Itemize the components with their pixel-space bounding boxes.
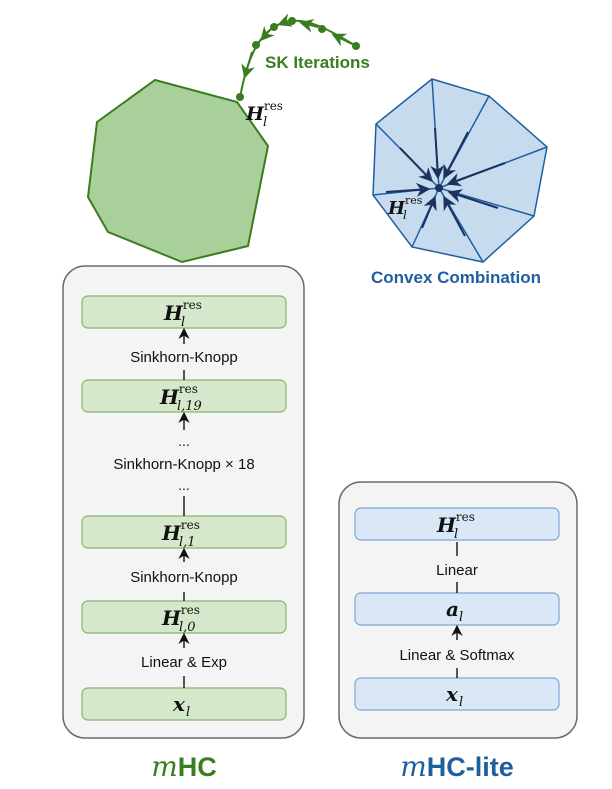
svg-text:l,0: l,0 [179,620,196,635]
svg-text:Hres: Hres [161,603,200,630]
convex-center-point [435,184,443,192]
mhc-sk-top-label: Sinkhorn-Knopp [130,349,238,366]
svg-text:x: x [445,682,459,706]
mhc-panel: Hres l Hres l,19 Hres l,1 Hres l,0 x l [62,265,305,783]
convex-h-sub-label: l [403,208,407,222]
sk-octagon-group: SK Iterations Hres l [86,13,370,264]
svg-text:a: a [446,597,459,621]
mhc-lite-block-h-res: Hres l [354,507,560,542]
svg-text:Hres: Hres [163,298,202,325]
sk-h-sub-label: l [263,115,267,130]
convex-octagon-group: Hres l Convex Combination [371,78,548,287]
svg-text:Hres: Hres [436,510,475,537]
mhc-block-x: x l [81,687,287,721]
mhc-lite-panel: Hres l a l x l Linear Linear & Softmax m… [338,481,578,783]
mhc-block-h-res: Hres l [81,295,287,330]
convex-combination-label: Convex Combination [371,268,541,287]
mhc-title: mHC [151,750,217,783]
svg-text:x: x [172,692,186,716]
svg-text:l: l [181,315,185,330]
mhc-lite-title: mHC-lite [400,750,514,783]
svg-text:Hres: Hres [159,382,198,409]
mhc-dots-1: ... [178,433,190,449]
blue-octagon [372,78,548,263]
mhc-dots-2: ... [178,477,190,493]
mhc-block-h-res-1: Hres l,1 [81,515,287,550]
svg-text:l: l [454,527,458,542]
svg-text:l,19: l,19 [177,399,202,414]
svg-text:l: l [186,705,190,720]
svg-text:l,1: l,1 [179,535,196,550]
green-octagon [86,78,270,264]
svg-text:l: l [459,695,463,710]
convex-arrows [385,127,506,237]
mhc-lite-block-a: a l [354,592,560,626]
svg-text:Hres: Hres [161,518,200,545]
mhc-lite-block-x: x l [354,677,560,711]
mhc-sk-bottom-label: Sinkhorn-Knopp [130,569,238,586]
sk-iterations-label: SK Iterations [265,53,370,72]
mhc-block-h-res-19: Hres l,19 [81,379,287,414]
mhc-lite-linear-label: Linear [436,562,478,579]
sk-iteration-arrows [241,13,353,79]
mhc-linear-exp-label: Linear & Exp [141,654,227,671]
mhc-block-h-res-0: Hres l,0 [81,600,287,635]
convex-h-res-label: Hres [387,194,423,219]
sk-h-res-label: Hres [245,99,283,125]
mhc-sk-repeat-label: Sinkhorn-Knopp × 18 [113,456,254,473]
svg-text:l: l [459,610,463,625]
mhc-lite-linear-softmax-label: Linear & Softmax [399,647,515,664]
